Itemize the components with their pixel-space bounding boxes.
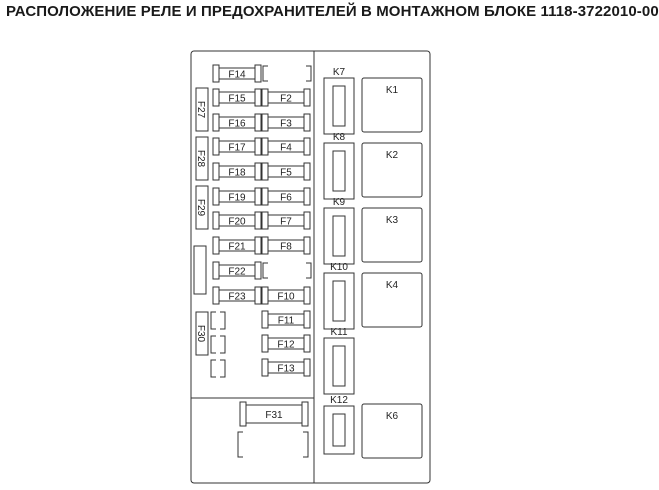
empty-slot-right: [220, 335, 226, 354]
empty-slot-left: [262, 262, 268, 279]
fuse-f11: F11: [261, 310, 311, 329]
relay-k1: K1: [361, 77, 423, 133]
fuse-f31-label: F31: [265, 410, 283, 421]
fuse-f13: F13: [261, 358, 311, 377]
relay-k11-label: K11: [330, 327, 347, 338]
relay-k12: K12: [323, 395, 355, 455]
fuse-f20-label: F20: [228, 217, 246, 228]
relay-k12-label: K12: [330, 395, 348, 406]
fuse-f30-label: F30: [195, 325, 206, 343]
relay-k11: K11: [323, 327, 355, 395]
fuse-f21: F21: [212, 236, 262, 255]
relay-k7: K7: [323, 67, 355, 135]
fuse-f17-label: F17: [228, 143, 246, 154]
fuse-f7-label: F7: [280, 217, 292, 228]
fuse-f29: F29: [195, 185, 209, 230]
fuse-f3-label: F3: [280, 119, 292, 130]
fuse-f29-label: F29: [195, 199, 206, 217]
relay-k4-label: K4: [386, 280, 399, 291]
fuse-f28: F28: [195, 136, 209, 181]
relay-k3-label: K3: [386, 215, 399, 226]
relay-k9: K9: [323, 197, 355, 265]
empty-slot-left: [210, 311, 216, 330]
empty-slot-right: [306, 262, 312, 279]
empty-slot-left: [210, 359, 216, 378]
fuse-f2: F2: [261, 88, 311, 107]
empty-slot-right: [220, 311, 226, 330]
relay-k8: K8: [323, 132, 355, 200]
fuse-f28-label: F28: [195, 150, 206, 168]
fuse-f5-label: F5: [280, 168, 292, 179]
fuse-f6-label: F6: [280, 193, 292, 204]
fuse-f4-label: F4: [280, 143, 292, 154]
relay-k1-label: K1: [386, 85, 399, 96]
empty-slot-left: [262, 65, 268, 82]
relay-k6: K6: [361, 403, 423, 459]
fuse-f8-label: F8: [280, 242, 292, 253]
fuse-f19: F19: [212, 187, 262, 206]
empty-slot-left: [210, 335, 216, 354]
fuse-f14: F14: [212, 64, 262, 83]
fuse-f12: F12: [261, 334, 311, 353]
relay-k9-label: K9: [333, 197, 346, 208]
fuse-f22-label: F22: [228, 267, 246, 278]
fuse-f12-label: F12: [277, 340, 295, 351]
fuse-f7: F7: [261, 211, 311, 230]
fuse-box-outline: [190, 50, 431, 484]
empty-slot-right: [306, 65, 312, 82]
relay-k2-label: K2: [386, 150, 399, 161]
diagram-title: РАСПОЛОЖЕНИЕ РЕЛЕ И ПРЕДОХРАНИТЕЛЕЙ В МО…: [6, 3, 659, 20]
fuse-f17: F17: [212, 137, 262, 156]
fuse-f2-label: F2: [280, 94, 292, 105]
fuse-f10-label: F10: [277, 292, 295, 303]
relay-k6-label: K6: [386, 411, 399, 422]
fuse-f6: F6: [261, 187, 311, 206]
fuse-f5: F5: [261, 162, 311, 181]
relay-k8-label: K8: [333, 132, 346, 143]
relay-k10: K10: [323, 262, 355, 330]
fuse-f27: F27: [195, 87, 209, 132]
fuse-f16-label: F16: [228, 119, 246, 130]
relay-k7-label: K7: [333, 67, 346, 78]
empty-slot-right: [303, 431, 309, 458]
fuse-f4: F4: [261, 137, 311, 156]
fuse-f15-label: F15: [228, 94, 246, 105]
fuse-f22: F22: [212, 261, 262, 280]
fuse-f10: F10: [261, 286, 311, 305]
fuse-f19-label: F19: [228, 193, 246, 204]
fuse-f15: F15: [212, 88, 262, 107]
fuse-f3: F3: [261, 113, 311, 132]
empty-slot-left: [237, 431, 243, 458]
fuse-f18-label: F18: [228, 168, 246, 179]
relay-k3: K3: [361, 207, 423, 263]
fuse-f13-label: F13: [277, 364, 295, 375]
fuse-f11-label: F11: [278, 316, 295, 327]
fuse-f16: F16: [212, 113, 262, 132]
empty-slot-right: [220, 359, 226, 378]
relay-k4: K4: [361, 272, 423, 328]
fuse-f27-label: F27: [195, 101, 206, 119]
fuse-f23: F23: [212, 286, 262, 305]
fuse-f30: F30: [195, 311, 209, 356]
fuse-f31: F31: [239, 401, 309, 427]
fuse-f20: F20: [212, 211, 262, 230]
fuse-f21-label: F21: [228, 242, 246, 253]
relay-k10-label: K10: [330, 262, 348, 273]
fuse-f23-label: F23: [228, 292, 246, 303]
fuse-f8: F8: [261, 236, 311, 255]
fuse-f14-label: F14: [228, 70, 246, 81]
side-notch: [193, 245, 207, 295]
relay-k2: K2: [361, 142, 423, 198]
fuse-f18: F18: [212, 162, 262, 181]
